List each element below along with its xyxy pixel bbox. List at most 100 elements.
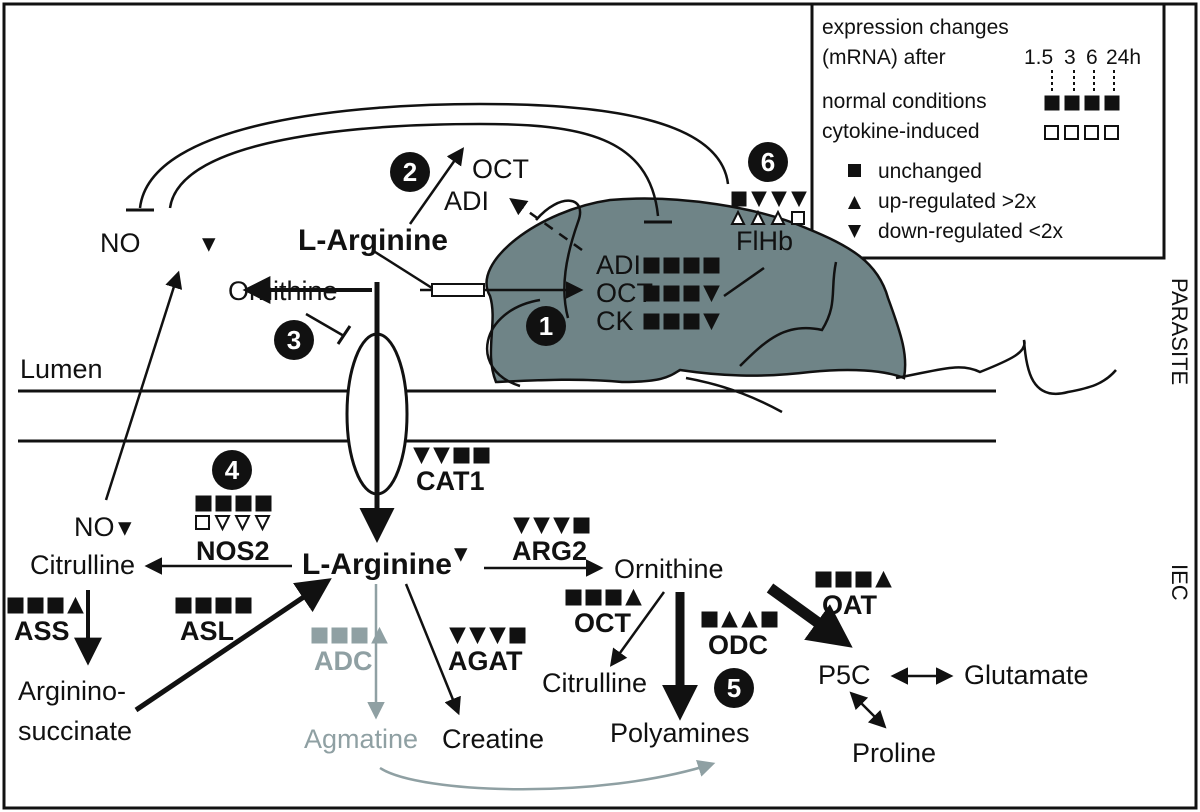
flagellum-4 [685, 376, 783, 414]
expression-symbol-down [254, 515, 271, 532]
flhb-label: FlHb [736, 226, 793, 256]
no-feedback-arc-outer [138, 102, 730, 209]
expression-symbol-up [750, 209, 766, 225]
legend-up-triangle [848, 196, 861, 209]
arrow-oct-iec [609, 591, 666, 667]
proline-label: Proline [852, 738, 936, 768]
line-arginine-to-transporter [371, 248, 433, 290]
legend-time-3: 6 [1086, 46, 1098, 69]
expression-symbol-unchanged [1044, 125, 1059, 140]
legend-down-triangle [848, 225, 861, 238]
expression-symbol-unchanged [331, 627, 348, 644]
asl-expression [175, 597, 252, 614]
ass-label: ASS [14, 616, 70, 646]
expression-symbol-down [533, 517, 550, 535]
marker-5: 5 [714, 668, 754, 708]
arrow-p5c-proline [849, 691, 887, 729]
expression-symbol-unchanged [683, 285, 700, 302]
expression-symbol-unchanged [215, 495, 232, 512]
nos2-label: NOS2 [196, 536, 270, 566]
citrulline-iec-2: Citrulline [542, 668, 647, 698]
no-parasite-label: NO [100, 228, 141, 258]
expression-symbol-unchanged [585, 589, 602, 606]
arg2-expression [513, 517, 590, 535]
svg-text:3: 3 [287, 325, 301, 355]
legend-time-4: 24h [1106, 46, 1141, 69]
svg-text:4: 4 [225, 455, 240, 485]
expression-symbol-down [413, 447, 430, 465]
expression-symbol-down [234, 515, 251, 532]
no-iec-down-arrow: ▾ [118, 512, 132, 542]
legend-title-line1: expression changes [822, 16, 1009, 39]
adi-expression [643, 257, 720, 274]
expression-symbol-up [625, 588, 642, 606]
expression-symbol-unchanged [1064, 95, 1080, 111]
oat-label: OAT [822, 590, 877, 620]
expression-symbol-up [741, 610, 758, 628]
expression-symbol-unchanged [215, 597, 232, 614]
legend-unchanged: unchanged [878, 160, 982, 183]
expression-symbol-unchanged [509, 627, 526, 644]
citrulline-iec: Citrulline [30, 550, 135, 580]
expression-symbol-unchanged [195, 597, 212, 614]
arrow-adi-secretion-dashed [509, 197, 583, 252]
legend-time-2: 3 [1064, 46, 1076, 69]
flhb-normal-expression [731, 191, 807, 208]
odc-expression [701, 610, 778, 628]
expression-symbol-unchanged [855, 571, 872, 588]
legend-normal-symbols [1044, 95, 1120, 111]
expression-symbol-down [703, 285, 720, 303]
expression-symbol-unchanged [703, 257, 720, 274]
expression-symbol-down [433, 447, 450, 465]
l-arginine-iec-down-arrow: ▾ [454, 538, 468, 568]
arrow-agat [404, 583, 461, 716]
ornithine-inhibition-line [305, 312, 345, 338]
expression-symbol-unchanged [731, 191, 747, 207]
adi-parasite: ADI [596, 250, 641, 280]
asl-label: ASL [180, 616, 234, 646]
expression-symbol-down [771, 191, 787, 208]
expression-symbol-unchanged [235, 495, 252, 512]
nos2-cytokine-expression [195, 515, 271, 532]
svg-text:6: 6 [761, 147, 775, 177]
expression-symbol-unchanged [573, 517, 590, 534]
agat-expression [449, 627, 526, 645]
side-label-parasite: PARASITE [1167, 278, 1192, 385]
agmatine-label: Agmatine [304, 724, 418, 754]
arrow-oat [766, 583, 853, 648]
no-iec-label: NO [74, 512, 115, 542]
marker-3: 3 [274, 320, 314, 360]
expression-symbol-unchanged [565, 589, 582, 606]
ornithine-inhibition-bar [336, 325, 352, 345]
marker-2: 2 [390, 152, 430, 192]
arg2-label: ARG2 [512, 536, 587, 566]
marker-4: 4 [212, 450, 252, 490]
expression-symbol-unchanged [195, 515, 210, 530]
expression-symbol-down [513, 517, 530, 535]
svg-text:5: 5 [727, 673, 741, 703]
expression-symbol-unchanged [1044, 95, 1060, 111]
legend-normal-label: normal conditions [822, 90, 987, 113]
no-parasite-down-arrow: ▾ [202, 228, 216, 258]
expression-symbol-unchanged [27, 597, 44, 614]
oct-parasite-expression [643, 285, 720, 303]
expression-symbol-unchanged [683, 257, 700, 274]
legend: expression changes (mRNA) after 1.5 3 6 … [810, 2, 1166, 260]
expression-symbol-unchanged [815, 571, 832, 588]
oct-iec-expression [565, 588, 642, 606]
legend-cytokine-label: cytokine-induced [822, 120, 980, 143]
creatine-label: Creatine [442, 724, 544, 754]
expression-symbol-up [770, 209, 786, 225]
expression-symbol-down [214, 515, 231, 532]
expression-symbol-up [721, 610, 738, 628]
flagellum-2 [485, 298, 541, 388]
svg-text:2: 2 [403, 157, 417, 187]
expression-symbol-unchanged [1064, 125, 1079, 140]
expression-symbol-unchanged [663, 313, 680, 330]
adc-label: ADC [314, 646, 373, 676]
agat-label: AGAT [448, 646, 523, 676]
argininosuccinate-line2: succinate [18, 716, 132, 746]
oct-secreted: OCT [472, 154, 529, 184]
expression-symbol-unchanged [7, 597, 24, 614]
